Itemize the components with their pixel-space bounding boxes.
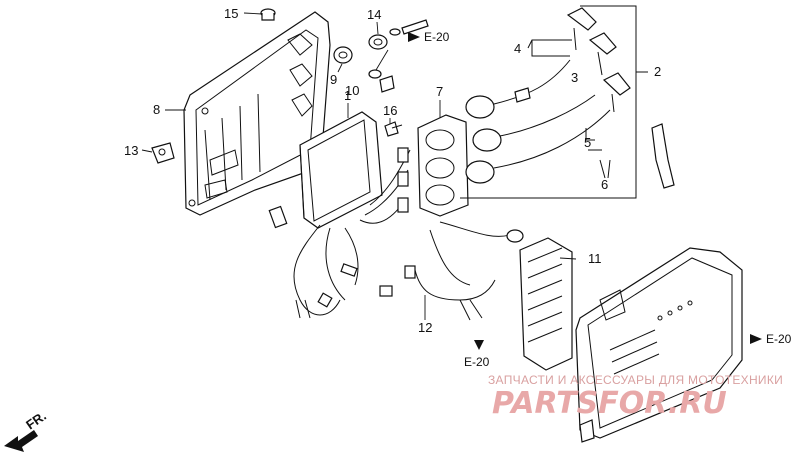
grommet-part [333, 19, 429, 137]
arrow-right-icon [408, 32, 420, 42]
callout-12: 12 [418, 320, 432, 335]
arrow-down-icon [474, 340, 484, 350]
reference-e20-top: E-20 [408, 30, 450, 44]
connector-part [651, 123, 675, 189]
callout-15: 15 [224, 6, 238, 21]
callout-5: 5 [584, 135, 591, 150]
callout-4: 4 [514, 41, 521, 56]
clip-part [151, 142, 175, 164]
direction-label: FR. [23, 408, 49, 432]
front-arrow-icon [4, 430, 38, 452]
frame-plate-part [183, 11, 331, 216]
callout-8: 8 [153, 102, 160, 117]
reference-label: E-20 [766, 332, 792, 346]
reference-e20-bottom: E-20 [464, 340, 490, 369]
bracket-part-4 [527, 39, 572, 57]
reference-e20-right: E-20 [750, 332, 792, 346]
callout-14: 14 [367, 7, 381, 22]
watermark-tagline: ЗАПЧАСТИ И АКСЕССУАРЫ ДЛЯ МОТОТЕХНИКИ [488, 373, 783, 387]
direction-indicator: FR. [4, 408, 49, 452]
reference-label: E-20 [464, 355, 490, 369]
watermark-logo: PARTSFOR.RU [492, 386, 727, 421]
callout-9: 9 [330, 72, 337, 87]
arrow-right-icon [750, 334, 762, 344]
leader-lines [141, 12, 577, 320]
callout-16: 16 [383, 103, 397, 118]
callout-1: 1 [344, 88, 351, 103]
ignition-coil-part [465, 7, 631, 184]
wiring-harness-part [268, 147, 411, 319]
terminal-strip-part [519, 237, 573, 371]
cover-part [575, 247, 743, 443]
bracket-part-6 [599, 159, 611, 179]
callout-3: 3 [571, 70, 578, 85]
watermark: ЗАПЧАСТИ И АКСЕССУАРЫ ДЛЯ МОТОТЕХНИКИ PA… [488, 373, 783, 421]
callout-13: 13 [124, 143, 138, 158]
sub-harness-part [379, 221, 524, 321]
callout-10: 10 [345, 83, 359, 98]
callout-7: 7 [436, 84, 443, 99]
bracket-part-2 [460, 5, 648, 199]
callout-11: 11 [588, 251, 602, 266]
reference-label: E-20 [424, 30, 450, 44]
cap-part [260, 8, 276, 21]
callout-6: 6 [601, 177, 608, 192]
bracket-part-5 [585, 128, 602, 151]
rubber-mount-part [417, 114, 469, 217]
control-unit-part [299, 111, 383, 229]
callout-2: 2 [654, 64, 661, 79]
